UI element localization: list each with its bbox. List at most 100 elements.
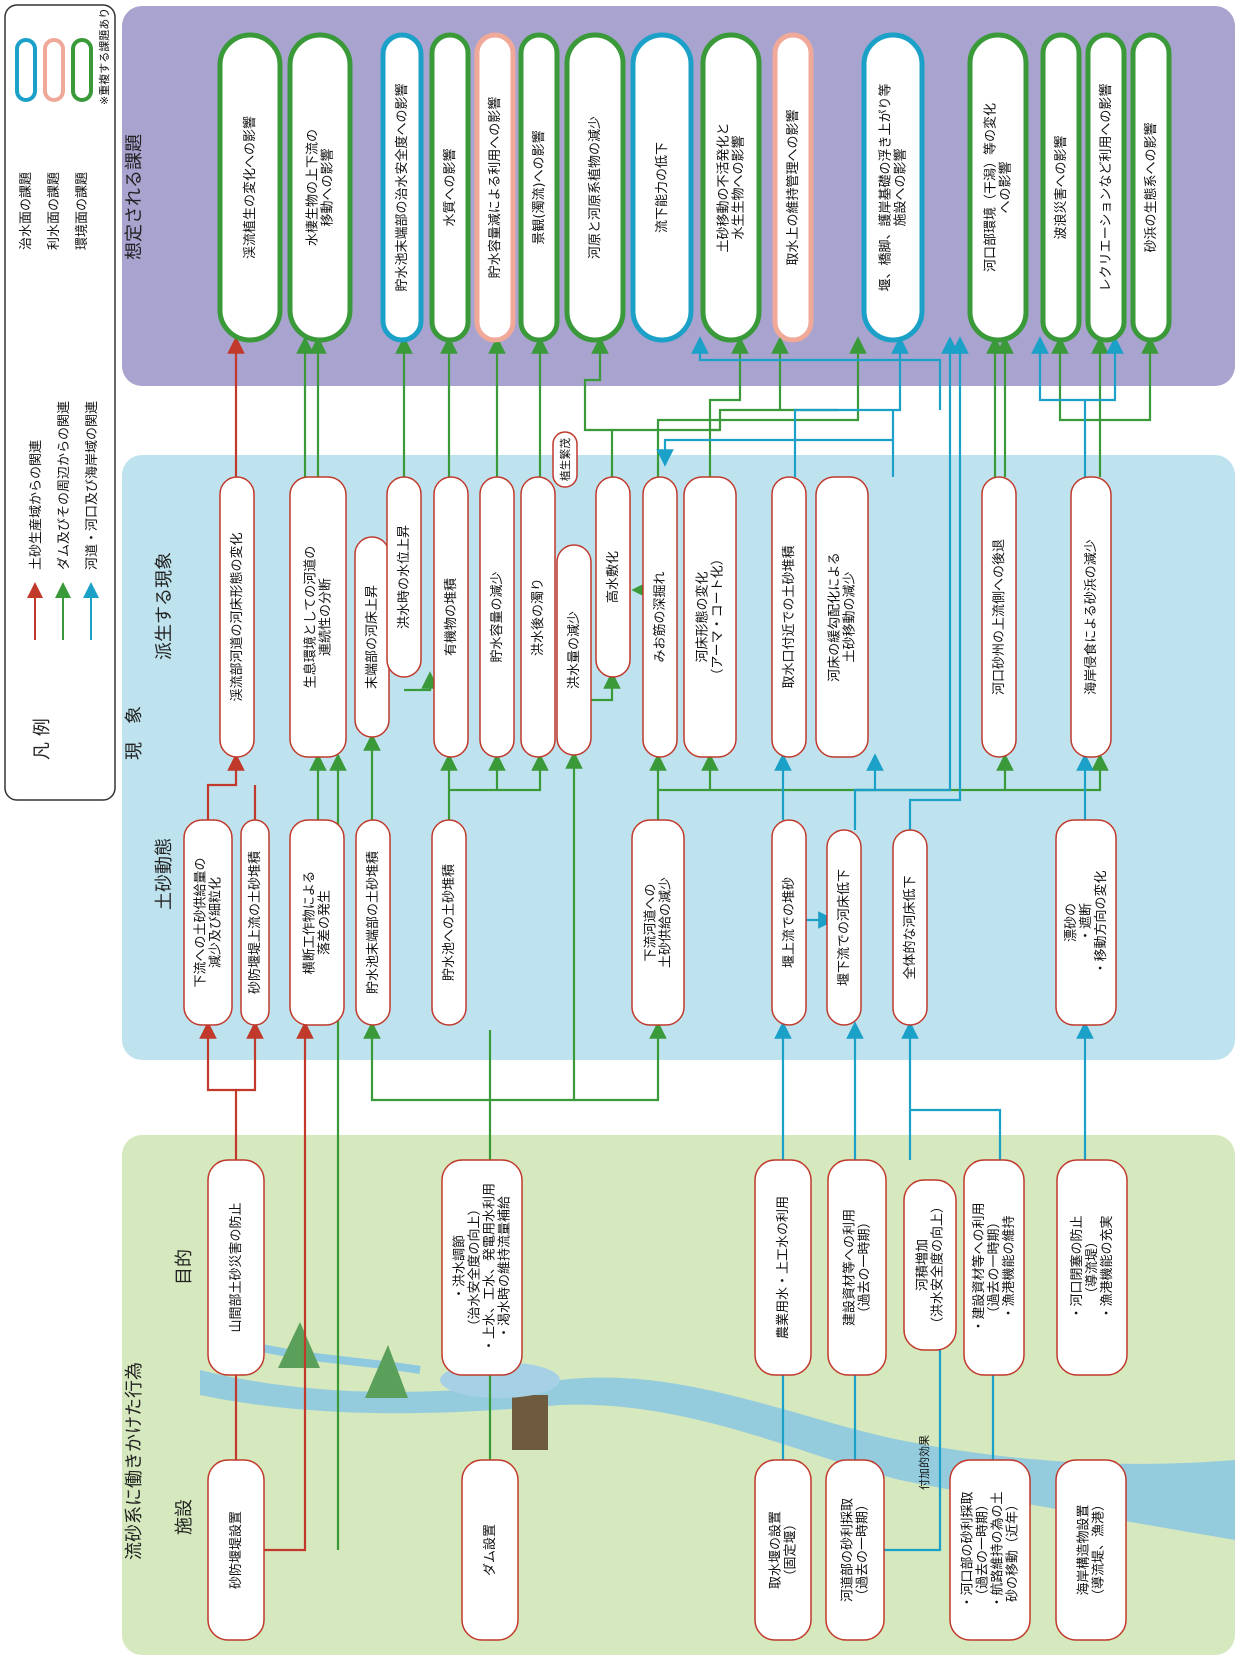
connector-line bbox=[1031, 336, 1087, 477]
derived-d3b: 洪水時の水位上昇 bbox=[386, 476, 422, 678]
issue-i14-label: レクリエーションなど利用への影響 bbox=[1098, 84, 1114, 292]
issue-i13-label: 波浪災害への影響 bbox=[1053, 135, 1069, 239]
facility-f1: 砂防堰堤設置 bbox=[207, 1459, 265, 1641]
derived-d4: 有機物の堆積 bbox=[433, 476, 469, 758]
derived-d6: 洪水後の濁り bbox=[520, 476, 556, 758]
sediment-s3-label: 横断工作物による落差の発生 bbox=[303, 871, 333, 975]
connector-line bbox=[583, 336, 612, 432]
connector-line bbox=[1085, 336, 1124, 402]
issue-i9: 土砂移動の不活発化と水生生物への影響 bbox=[700, 32, 762, 343]
derived-d1-label: 渓流部河道の河床形態の変化 bbox=[229, 532, 245, 701]
derived-d9-label: みお筋の深掘れ bbox=[652, 571, 668, 662]
issues-band-title: 想定される課題 bbox=[124, 134, 145, 260]
sediment-s4-label: 貯水池末端部の土砂堆積 bbox=[366, 851, 381, 994]
sediment-s5-label: 貯水池への土砂堆積 bbox=[442, 864, 457, 981]
derived-d12: 河床の緩勾配化による土砂移動の減少 bbox=[815, 476, 869, 758]
derived-d7: 洪水量の減少 bbox=[556, 544, 592, 756]
connector-line bbox=[264, 1021, 314, 1552]
derived-d8-label: 高水敷化 bbox=[605, 551, 621, 603]
issue-i12-label: 河口部環境（干潟）等の変化への影響 bbox=[983, 103, 1014, 272]
connector-line bbox=[910, 1108, 1002, 1160]
connector-line bbox=[236, 1021, 264, 1092]
sediment-s8-label: 堰下流での河床低下 bbox=[837, 869, 852, 986]
sediment-s4: 貯水池末端部の土砂堆積 bbox=[355, 819, 391, 1026]
issue-i7-label: 河原と河原系植物の減少 bbox=[587, 116, 603, 259]
connector-line bbox=[908, 336, 969, 830]
facility-section-title: 施設 bbox=[174, 1499, 195, 1535]
purpose-p6-label: ・建設資材等への利用（過去の一時期）・漁港機能の維持 bbox=[971, 1202, 1017, 1332]
mountain-illustration bbox=[365, 1345, 408, 1398]
connector-line bbox=[449, 753, 549, 792]
derived-section-title: 派生する現象 bbox=[154, 552, 175, 660]
mountain-illustration bbox=[278, 1322, 320, 1368]
connector-line bbox=[199, 1021, 238, 1160]
legend-note: ※重複する課題あり bbox=[97, 8, 111, 105]
derived-d11-label: 取水口付近での土砂堆積 bbox=[782, 545, 797, 688]
issue-i1-label: 渓流植生の変化への影響 bbox=[242, 116, 258, 259]
facility-f5-label: ・河口部の砂利採取（過去の一時期）・航路維持の為の土砂の移動（近年） bbox=[961, 1491, 1021, 1608]
derived-d6-label: 洪水後の濁り bbox=[530, 578, 546, 656]
purpose-p5-label: 河積増加（洪水安全度の向上） bbox=[916, 1200, 946, 1330]
derived-d5: 貯水容量の減少 bbox=[479, 476, 515, 758]
legend-title: 凡 例 bbox=[32, 718, 53, 760]
connector-line bbox=[1051, 336, 1102, 477]
legend-issue-swatch bbox=[15, 38, 37, 102]
purpose-p6: ・建設資材等への利用（過去の一時期）・漁港機能の維持 bbox=[963, 1159, 1025, 1376]
derived-d11: 取水口付近での土砂堆積 bbox=[771, 476, 807, 758]
facility-f2: ダム設置 bbox=[461, 1459, 519, 1641]
sediment-s3: 横断工作物による落差の発生 bbox=[289, 819, 345, 1026]
connector-line bbox=[206, 753, 245, 820]
derived-d3a: 末端部の河床上昇 bbox=[354, 536, 390, 738]
legend-arrow-label: ダム及びその周辺からの関連 bbox=[57, 401, 72, 570]
issue-i3-label: 貯水池末端部の治水安全度への影響 bbox=[394, 83, 410, 291]
dam-illustration bbox=[512, 1395, 548, 1450]
issue-i1: 渓流植生の変化への影響 bbox=[217, 32, 283, 343]
sediment-section-title: 土砂動態 bbox=[154, 838, 175, 910]
connector-line bbox=[404, 671, 439, 692]
sediment-s9: 全体的な河床低下 bbox=[892, 829, 928, 1026]
connector-line bbox=[855, 336, 959, 792]
sediment-s1-label: 下流への土砂供給量の減少及び細粒化 bbox=[194, 857, 224, 987]
facility-f3: 取水堰の設置（固定堰） bbox=[754, 1459, 812, 1641]
issue-i2: 水棲生物の上下流の移動への影響 bbox=[287, 32, 353, 343]
legend-arrow-label: 河道・河口及び海岸域の関連 bbox=[85, 401, 100, 570]
derived-d9: みお筋の深掘れ bbox=[642, 476, 678, 758]
facility-f6: 海岸構造物設置（導流堤、漁港） bbox=[1055, 1459, 1127, 1641]
derived-d3a-label: 末端部の河床上昇 bbox=[365, 585, 380, 689]
legend-issue-swatch bbox=[43, 38, 65, 102]
sediment-s9-label: 全体的な河床低下 bbox=[902, 875, 918, 979]
issue-i12: 河口部環境（干潟）等の変化への影響 bbox=[967, 32, 1029, 343]
issue-i10-label: 取水上の維持管理への影響 bbox=[785, 109, 801, 265]
legend-issue-label: 利水面の課題 bbox=[46, 172, 62, 250]
derived-d10-label: 河床形態の変化（アーマ・コート化） bbox=[695, 552, 726, 681]
facility-f4-label: 河道部の砂利採取（過去の一時期） bbox=[841, 1498, 871, 1602]
derived-d8b-label: 植生繁茂 bbox=[559, 438, 572, 481]
legend-issue-label: 環境面の課題 bbox=[74, 172, 90, 250]
purpose-p3: 農業用水・上工水の利用 bbox=[754, 1159, 812, 1376]
sediment-s8: 堰下流での河床低下 bbox=[826, 829, 862, 1026]
facility-f6-label: 海岸構造物設置（導流堤、漁港） bbox=[1076, 1498, 1107, 1602]
facility-f4: 河道部の砂利採取（過去の一時期） bbox=[825, 1459, 885, 1641]
derived-d5-label: 貯水容量の減少 bbox=[489, 571, 505, 662]
purpose-p7: ・河口閉塞の防止（導流堤）・漁港機能の充実 bbox=[1056, 1159, 1128, 1376]
sediment-s6: 下流河道への土砂供給の減少 bbox=[631, 819, 685, 1026]
derived-d8b: 植生繁茂 bbox=[552, 431, 578, 488]
derived-d12-label: 河床の緩勾配化による土砂移動の減少 bbox=[828, 552, 858, 682]
derived-d4-label: 有機物の堆積 bbox=[444, 578, 459, 656]
sediment-s6-label: 下流河道への土砂供給の減少 bbox=[644, 877, 674, 968]
issue-i6-label: 景観(濁流)への影響 bbox=[531, 130, 547, 244]
facility-f2-label: ダム設置 bbox=[482, 1524, 498, 1576]
connector-line bbox=[363, 1021, 492, 1160]
issue-i13: 波浪災害への影響 bbox=[1040, 32, 1082, 343]
issue-i8-label: 流下能力の低下 bbox=[655, 142, 670, 233]
issue-i7: 河原と河原系植物の減少 bbox=[564, 32, 626, 343]
purpose-section-title: 目的 bbox=[174, 1249, 195, 1285]
derived-d13-label: 河口砂州の上流側への後退 bbox=[992, 539, 1007, 695]
purpose-p1: 山間部土砂災害の防止 bbox=[207, 1159, 265, 1376]
derived-d13: 河口砂州の上流側への後退 bbox=[981, 476, 1017, 758]
purpose-p4-label: 建設資材等への利用（過去の一時期） bbox=[842, 1209, 873, 1326]
derived-d2-label: 生息環境としての河道の連続性の分断 bbox=[303, 546, 334, 689]
issue-i5: 貯水容量減による利用への影響 bbox=[474, 32, 516, 343]
connector-line bbox=[656, 336, 867, 477]
